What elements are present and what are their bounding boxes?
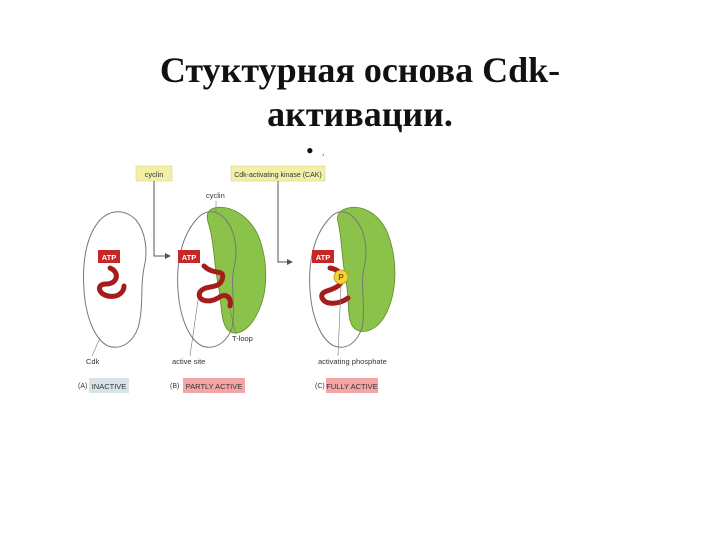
- atp-label-c: ATP: [316, 253, 330, 262]
- t-loop-label: T-loop: [232, 334, 253, 343]
- cak-box-label: Cdk-activating kinase (CAK): [234, 172, 322, 179]
- cdk-outline-c: [309, 211, 367, 348]
- t-loop-b: [196, 263, 233, 309]
- activating-phosphate-label: activating phosphate: [318, 357, 387, 366]
- fully-active-badge: [326, 378, 378, 393]
- cyclin-label: cyclin: [206, 191, 225, 200]
- atp-badge-c: [312, 250, 334, 263]
- cdk-outline-a: [83, 211, 147, 348]
- atp-badge-b: [178, 250, 200, 263]
- phosphate-circle: [333, 269, 349, 285]
- atp-label-b: ATP: [182, 253, 196, 262]
- bullet-item: •.: [306, 138, 325, 164]
- atp-badge-a: [98, 250, 120, 263]
- state-letter-b: (B): [170, 383, 179, 390]
- cyclin-box-label: cyclin: [145, 170, 164, 179]
- cdk-label: Cdk: [86, 357, 100, 366]
- partly-active-label: PARTLY ACTIVE: [186, 382, 243, 391]
- cyclin-shape-b: [206, 206, 267, 334]
- bullet-text: .: [322, 147, 325, 159]
- phosphate-label: P: [338, 273, 344, 282]
- active-site-pointer: [189, 299, 199, 357]
- cdk-pointer: [91, 337, 101, 357]
- inactive-label: INACTIVE: [92, 382, 127, 391]
- t-loop-a: [97, 265, 127, 299]
- phosphate-pointer: [337, 284, 342, 357]
- bullet-glyph: •: [306, 138, 314, 163]
- partly-active-badge: [183, 378, 245, 393]
- t-loop-pointer: [229, 309, 237, 335]
- slide-title: Стуктурная основа Cdk-активации.: [159, 50, 561, 134]
- cdk-outline-b: [177, 211, 237, 348]
- inactive-badge: [89, 378, 129, 393]
- cyclin-binding-arrow: [153, 181, 171, 259]
- fully-active-label: FULLY ACTIVE: [326, 382, 377, 391]
- state-letter-a: (A): [78, 383, 87, 390]
- cyclin-shape-c: [337, 206, 396, 332]
- atp-label-a: ATP: [102, 253, 116, 262]
- cak-phosphorylation-arrow: [277, 181, 293, 265]
- active-site-label: active site: [172, 357, 205, 366]
- state-letter-c: (C): [315, 383, 325, 390]
